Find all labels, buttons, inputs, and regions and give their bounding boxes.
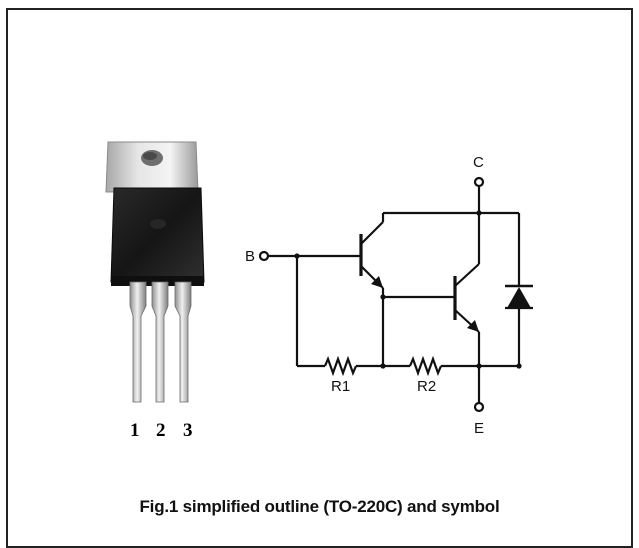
package-lead-1 <box>129 281 147 403</box>
package-body <box>110 187 205 283</box>
diode-triangle <box>507 287 531 308</box>
emitter-terminal <box>473 401 485 413</box>
darlington-schematic <box>258 176 533 413</box>
resistor-r1 <box>323 355 358 377</box>
q2-emitter-arrow <box>467 320 479 332</box>
figure-caption: Fig.1 simplified outline (TO-220C) and s… <box>139 497 500 516</box>
label-collector: C <box>473 154 484 171</box>
collector-terminal <box>473 176 485 188</box>
label-r2: R2 <box>417 378 436 395</box>
transistor-q2 <box>453 263 480 333</box>
package-lead-2 <box>151 281 169 403</box>
figure-canvas: 1 2 3 <box>105 141 533 441</box>
label-emitter: E <box>474 420 484 437</box>
pin-number-3: 3 <box>183 420 193 441</box>
label-base: B <box>245 248 255 265</box>
package-tab <box>105 141 199 193</box>
resistor-r2 <box>408 355 443 377</box>
pin-number-1: 1 <box>130 420 140 441</box>
to220-package: 1 2 3 <box>105 141 205 441</box>
transistor-q1 <box>359 221 384 289</box>
package-lead-3 <box>174 281 192 403</box>
q1-emitter-arrow <box>371 276 383 288</box>
figure-frame <box>6 8 633 548</box>
label-r1: R1 <box>331 378 350 395</box>
pin-number-2: 2 <box>156 420 166 441</box>
base-terminal <box>258 250 270 262</box>
